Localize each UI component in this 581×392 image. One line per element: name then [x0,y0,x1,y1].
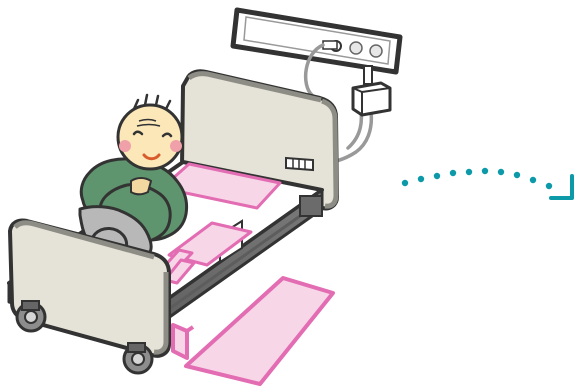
dotted-arrow-icon [402,168,572,198]
adapter-box-icon [353,66,390,115]
plug-icon [286,158,313,170]
nurse-call-panel-icon [233,10,400,72]
